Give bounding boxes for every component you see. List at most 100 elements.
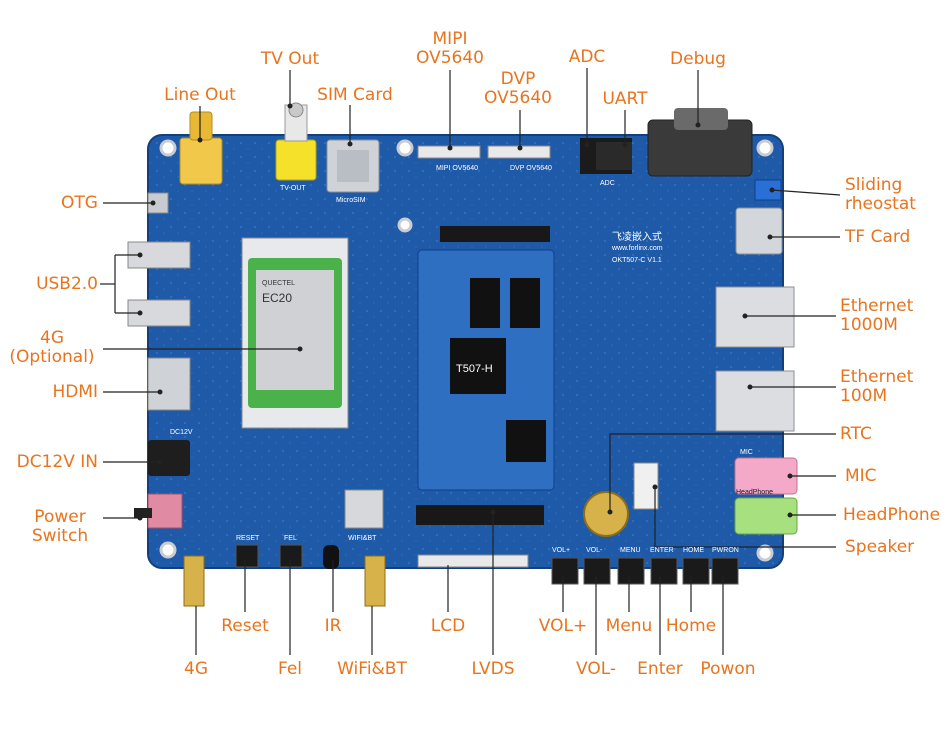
label-fel: Fel [277,659,303,679]
label-reset: Reset [221,616,269,636]
silk-menu: MENU [620,547,641,554]
silk-soc: T507-H [456,363,493,375]
ethernet-1000m-jack [715,286,795,348]
ir-receiver [323,545,339,569]
label-mipi-line2: OV5640 [416,48,484,68]
label-menu: Menu [605,616,653,636]
label-headphone: HeadPhone [843,505,941,525]
silk-website: www.forlinx.com [611,245,663,252]
silk-fel: FEL [284,535,297,542]
antenna-wifi [364,555,386,607]
label-otg: OTG [61,193,98,213]
label-mipi: MIPI OV5640 [410,30,490,68]
label-4g-optional: 4G (Optional) [4,329,100,367]
label-vol-minus: VOL- [575,659,617,679]
label-eth1000-line1: Ethernet [840,296,914,316]
label-rheostat-line2: rheostat [845,194,916,214]
leader-lines [100,68,841,655]
label-line-out: Line Out [164,85,236,105]
module-4g [241,237,349,429]
label-mipi-line1: MIPI [432,29,468,49]
label-power-line2: Switch [31,526,89,546]
label-lcd: LCD [430,616,466,636]
label-mic: MIC [845,466,877,486]
label-rtc: RTC [840,424,872,444]
silk-vol-plus: VOL+ [552,547,570,554]
ethernet-100m-jack [715,370,795,432]
rtc-battery [583,491,629,537]
debug-db9 [647,108,753,177]
label-sliding-rheostat: Sliding rheostat [845,176,945,214]
label-eth100-line1: Ethernet [840,367,914,387]
label-4g-antenna: 4G [184,659,208,679]
label-dvp-line2: OV5640 [484,88,552,108]
label-ethernet-1000m: Ethernet 1000M [840,297,945,335]
label-wifi-bt: WiFi&BT [337,659,407,679]
silk-dvp: DVP OV5640 [510,165,552,172]
label-ethernet-100m: Ethernet 100M [840,368,945,406]
label-home: Home [665,616,717,636]
label-4g-line1: 4G [40,328,64,348]
silk-reset: RESET [236,535,260,542]
power-switch [134,493,183,529]
label-lvds: LVDS [471,659,515,679]
label-usb2: USB2.0 [36,274,98,294]
label-ir: IR [324,616,342,636]
silk-tv-out: TV-OUT [280,185,306,192]
silk-brand: 飞凌嵌入式 [612,230,662,243]
label-power-line1: Power [34,507,86,527]
label-adc: ADC [568,47,606,67]
label-tf-card: TF Card [845,227,911,247]
line-out-jack [179,111,223,185]
hdmi-port [147,357,191,411]
mounting-holes [159,139,774,562]
label-hdmi: HDMI [52,382,98,402]
label-dc12v-in: DC12V IN [16,452,98,472]
silk-mipi: MIPI OV5640 [436,165,478,172]
label-sim-card: SIM Card [317,85,393,105]
silk-module: EC20 [262,291,292,305]
label-uart: UART [602,89,648,109]
label-rheostat-line1: Sliding [845,175,903,195]
silk-adc: ADC [600,180,615,187]
label-eth1000-line2: 1000M [840,315,898,335]
silk-home: HOME [683,547,704,554]
tact-buttons [235,544,739,585]
wifi-module [344,489,384,529]
silk-board-name: OKT507-C V1.1 [612,257,662,264]
silk-wifi-bt: WIFI&BT [348,535,377,542]
pin-header [440,226,550,242]
label-enter: Enter [637,659,683,679]
label-power-switch: Power Switch [20,508,100,546]
label-vol-plus: VOL+ [538,616,588,636]
sim-socket [326,139,380,193]
label-powon: Powon [700,659,756,679]
label-speaker: Speaker [845,537,915,557]
silk-dc12v: DC12V [170,429,193,436]
silk-enter: ENTER [650,547,674,554]
silk-headphone: HeadPhone [736,489,773,496]
silk-micro-sim: MicroSIM [336,197,366,204]
tf-card-socket [735,207,783,255]
label-dvp: DVP OV5640 [478,70,558,108]
silk-mic: MIC [740,449,753,456]
tv-out-rca [275,102,317,181]
label-debug: Debug [670,49,726,69]
som-module [417,249,555,491]
label-4g-line2: (Optional) [9,347,95,367]
dc-jack [148,440,190,476]
leader-dots [137,103,793,521]
antenna-4g [183,555,205,607]
silk-vol-minus: VOL- [586,547,603,554]
silk-pwron: PWRON [712,547,739,554]
lcd-connector [417,554,529,568]
label-dvp-line1: DVP [500,69,536,89]
silk-module-brand: QUECTEL [262,280,295,287]
silkscreen: TV-OUT MicroSIM MIPI OV5640 DVP OV5640 A… [170,165,773,554]
lvds-header [416,505,544,525]
label-eth100-line2: 100M [840,386,888,406]
headphone-jack [734,497,798,535]
label-tv-out: TV Out [260,49,320,69]
rheostat [754,179,782,201]
